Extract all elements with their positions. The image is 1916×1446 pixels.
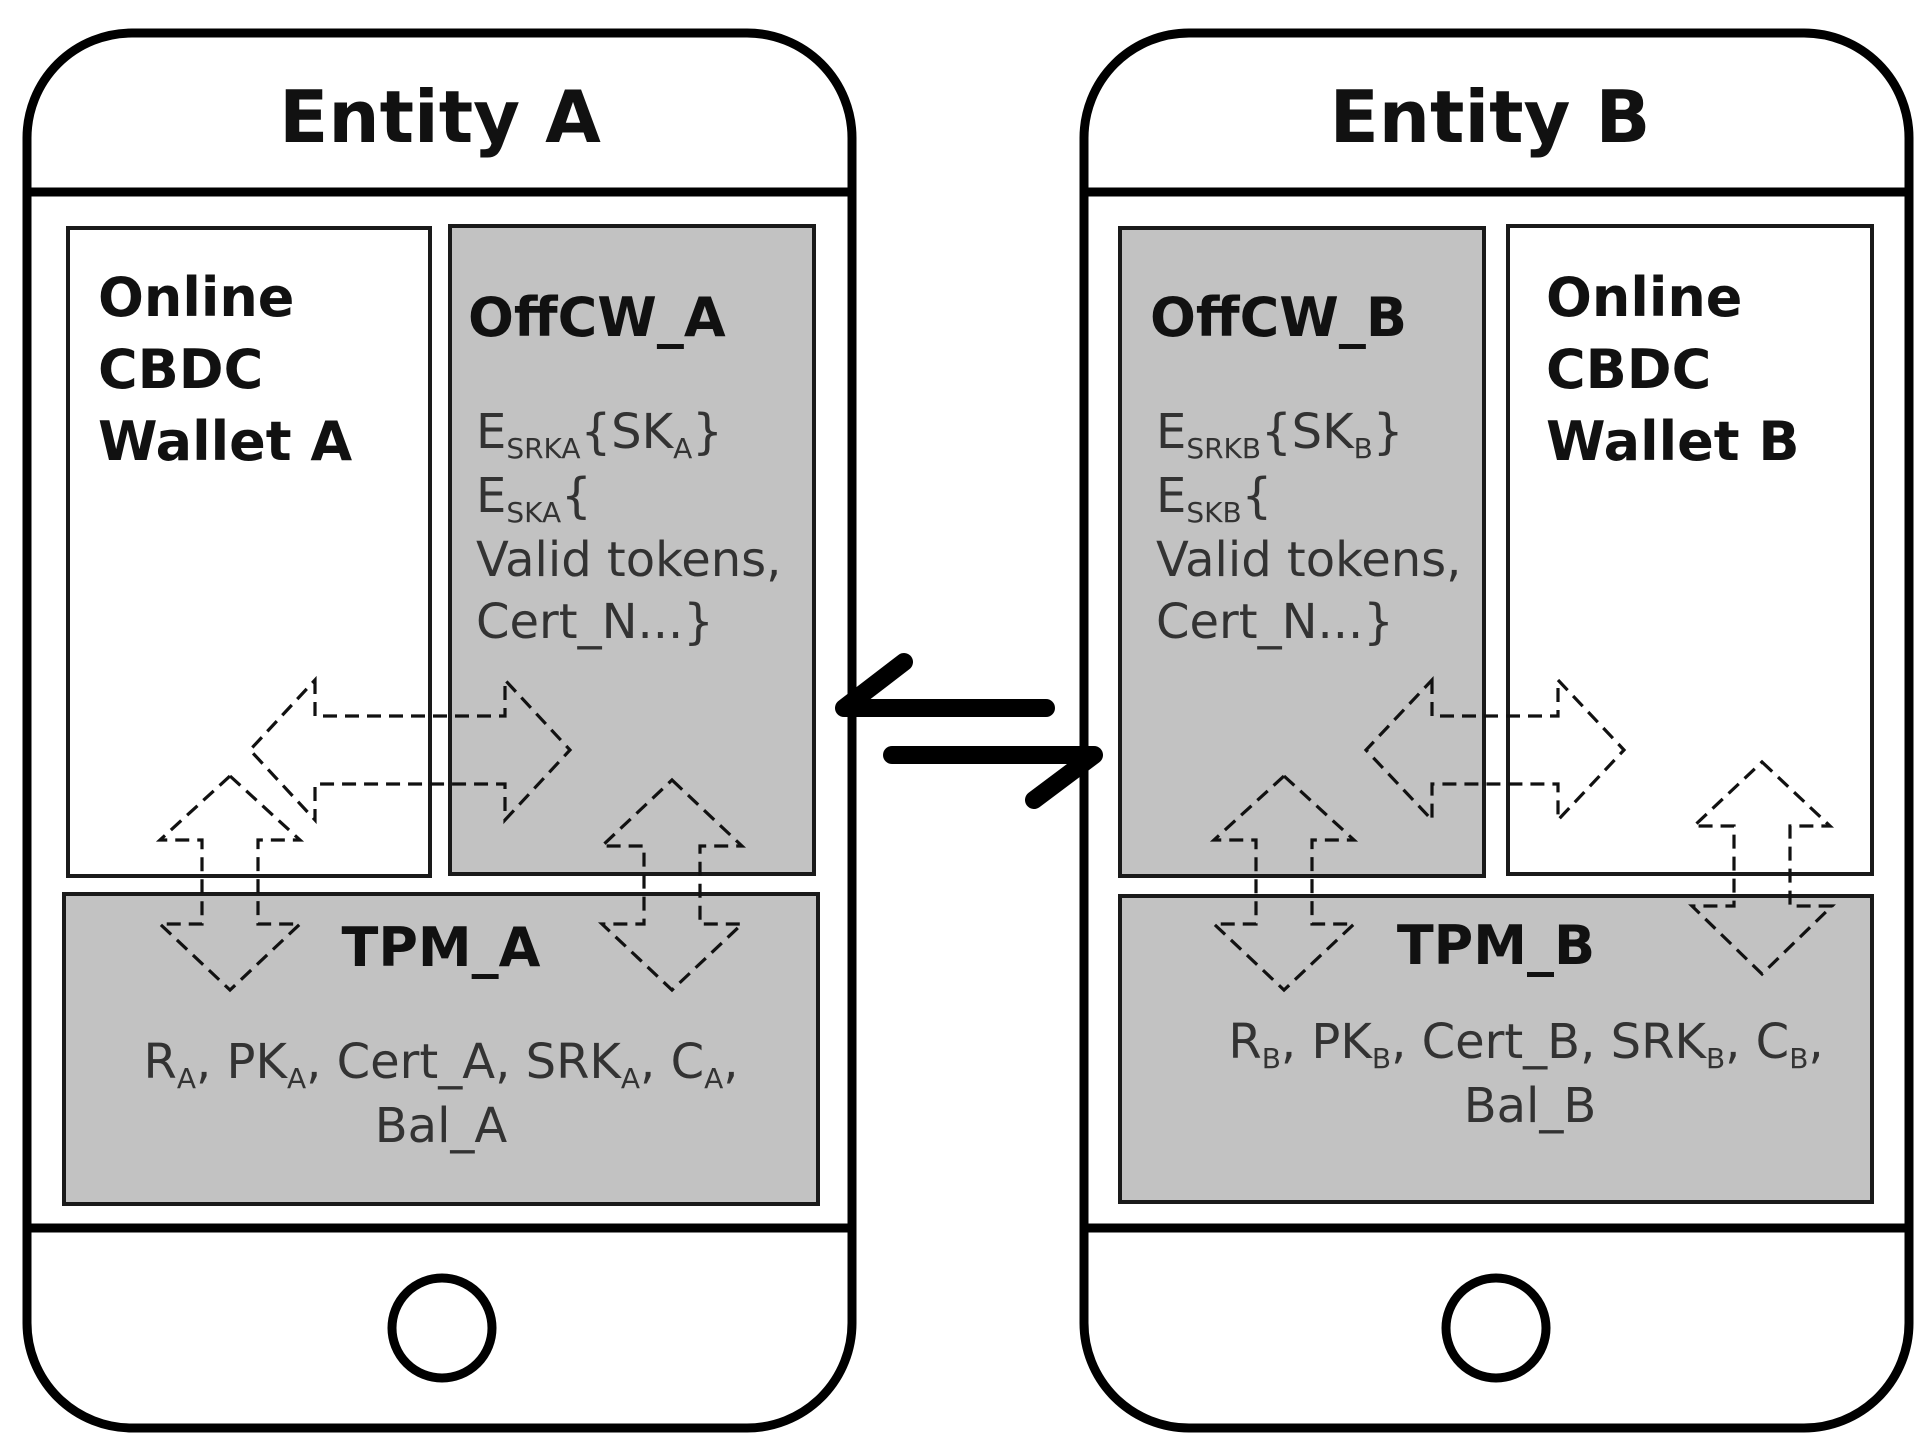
online-wallet-a-box bbox=[66, 226, 432, 878]
offcw-b-tpm-b-arrow bbox=[1209, 773, 1359, 993]
offcw-b-line4: Cert_N...} bbox=[1156, 594, 1394, 650]
transfer-b-to-a-arrow bbox=[835, 653, 1055, 717]
entity-b-title: Entity B bbox=[1330, 75, 1651, 159]
tpm-b-title: TPM_B bbox=[1397, 914, 1595, 977]
offcw-b-line1: ESRKB{SKB} bbox=[1156, 404, 1403, 465]
tpm-a-balance: Bal_A bbox=[375, 1098, 508, 1154]
tpm-a-box bbox=[62, 892, 820, 1206]
offcw-b-line2: ESKB{ bbox=[1156, 468, 1272, 529]
offcw-b-wallet-b-arrow bbox=[1363, 675, 1627, 825]
tpm-a-title: TPM_A bbox=[342, 916, 541, 979]
exchange-arrows bbox=[835, 653, 1103, 809]
offcw-a-line4: Cert_N...} bbox=[476, 594, 714, 650]
entity-a-home-button bbox=[387, 1273, 497, 1383]
tpm-a-keys: RA, PKA, Cert_A, SRKA, CA, bbox=[144, 1034, 739, 1095]
online-wallet-b-label: Online CBDC Wallet B bbox=[1546, 266, 1800, 473]
offcw-b-line3: Valid tokens, bbox=[1156, 532, 1461, 588]
wallet-b-tpm-b-arrow bbox=[1688, 759, 1836, 977]
offcw-a-line2: ESKA{ bbox=[476, 468, 592, 529]
tpm-b-box bbox=[1118, 894, 1874, 1204]
wallet-a-tpm-a-arrow bbox=[155, 773, 305, 993]
online-wallet-a-label: Online CBDC Wallet A bbox=[98, 266, 352, 473]
offcw-a-tpm-a-arrow bbox=[597, 777, 747, 993]
transfer-a-to-b-arrow bbox=[883, 746, 1103, 809]
entity-a-title: Entity A bbox=[279, 75, 601, 159]
entity-a-phone: Entity A Online CBDC Wallet A OffCW_A ES… bbox=[22, 28, 857, 1433]
online-wallet-b-box bbox=[1506, 224, 1874, 876]
tpm-b-balance: Bal_B bbox=[1464, 1078, 1597, 1134]
entity-b-home-button bbox=[1441, 1273, 1551, 1383]
offcw-b-box bbox=[1118, 226, 1486, 878]
tpm-b-keys: RB, PKB, Cert_B, SRKB, CB, bbox=[1228, 1014, 1823, 1075]
offcw-a-line3: Valid tokens, bbox=[476, 532, 781, 588]
wallet-a-offcw-a-arrow bbox=[247, 675, 573, 825]
offcw-a-line1: ESRKA{SKA} bbox=[476, 404, 723, 465]
offcw-a-title: OffCW_A bbox=[468, 286, 726, 349]
entity-b-phone: Entity B OffCW_B ESRKB{SKB} ESKB{ Valid … bbox=[1079, 28, 1914, 1433]
offcw-b-title: OffCW_B bbox=[1150, 286, 1407, 349]
offcw-a-box bbox=[448, 224, 816, 876]
